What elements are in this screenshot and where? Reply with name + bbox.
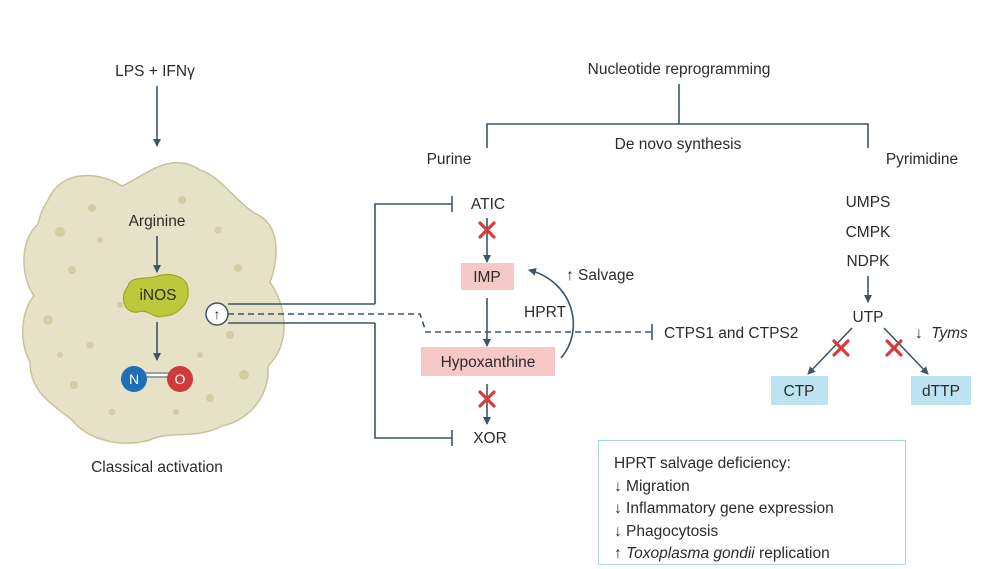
- diagram-title: Nucleotide reprogramming: [588, 61, 771, 78]
- atic-block-cross: [478, 221, 496, 239]
- hprt-salvage-arrow: [528, 267, 575, 359]
- ndpk-label: NDPK: [846, 253, 890, 270]
- inos-enzyme-shape: [123, 273, 189, 318]
- hprt-deficiency-note: HPRT salvage deficiency: ↓ Migration ↓ I…: [598, 440, 906, 565]
- umps-label: UMPS: [846, 194, 891, 211]
- regulator-symbol: ↑: [214, 306, 221, 322]
- regulator-circle: [205, 302, 229, 326]
- ctps-inhibition-dashed-line: [228, 313, 652, 333]
- ctp-box: [771, 376, 828, 405]
- utp-label: UTP: [853, 309, 884, 326]
- dttp-box: [911, 376, 971, 405]
- imp-box: [461, 263, 514, 290]
- ctp-block-cross: [832, 339, 850, 357]
- hypoxanthine-box: [421, 347, 555, 376]
- note-item-toxoplasma: ↑ Toxoplasma gondii replication: [614, 543, 905, 566]
- oxygen-atom-label: O: [175, 371, 186, 387]
- header-bracket: [486, 123, 869, 148]
- nitric-oxide-molecule: N O: [121, 366, 193, 392]
- tyms-label: ↓ Tyms: [915, 325, 968, 342]
- note-item-toxoplasma-prefix: ↑: [614, 545, 627, 562]
- note-item-migration: ↓ Migration: [614, 477, 690, 495]
- dttp-label: dTTP: [922, 383, 960, 400]
- tyms-text: Tyms: [931, 325, 968, 342]
- dttp-block-cross: [885, 339, 903, 357]
- ctp-label: CTP: [784, 383, 815, 400]
- cmpk-label: CMPK: [846, 224, 891, 241]
- xor-label: XOR: [473, 430, 507, 447]
- arginine-label: Arginine: [129, 213, 186, 230]
- oxygen-atom: [167, 366, 193, 392]
- note-item-phagocytosis: ↓ Phagocytosis: [614, 522, 719, 540]
- cell-caption: Classical activation: [91, 459, 223, 476]
- utp-to-ctp-arrow: [807, 327, 853, 375]
- imp-label: IMP: [473, 269, 501, 286]
- note-title: HPRT salvage deficiency:: [614, 455, 791, 472]
- utp-to-dttp-arrow: [883, 327, 929, 375]
- xor-block-cross: [478, 390, 496, 408]
- inos-label: iNOS: [139, 287, 176, 304]
- note-item-inflammatory: ↓ Inflammatory gene expression: [614, 500, 834, 517]
- cell-speckles: [43, 196, 249, 416]
- hprt-label: HPRT: [524, 304, 566, 321]
- note-item-toxoplasma-italic: Toxoplasma gondii: [626, 545, 755, 562]
- ctps-label: CTPS1 and CTPS2: [664, 325, 798, 342]
- atic-inhibition-line: [374, 203, 452, 304]
- xor-inhibition-line: [374, 323, 452, 439]
- hypoxanthine-label: Hypoxanthine: [441, 354, 536, 371]
- pyrimidine-branch-label: Pyrimidine: [886, 151, 958, 168]
- purine-branch-label: Purine: [427, 151, 472, 168]
- tyms-arrow: ↓: [915, 325, 923, 342]
- stimulus-label: LPS + IFNγ: [115, 63, 195, 80]
- atic-label: ATIC: [471, 196, 505, 213]
- nitrogen-atom-label: N: [129, 371, 139, 387]
- de-novo-label: De novo synthesis: [615, 136, 742, 153]
- nitrogen-atom: [121, 366, 147, 392]
- salvage-label: ↑ Salvage: [566, 267, 634, 284]
- note-item-toxoplasma-suffix: replication: [754, 545, 830, 562]
